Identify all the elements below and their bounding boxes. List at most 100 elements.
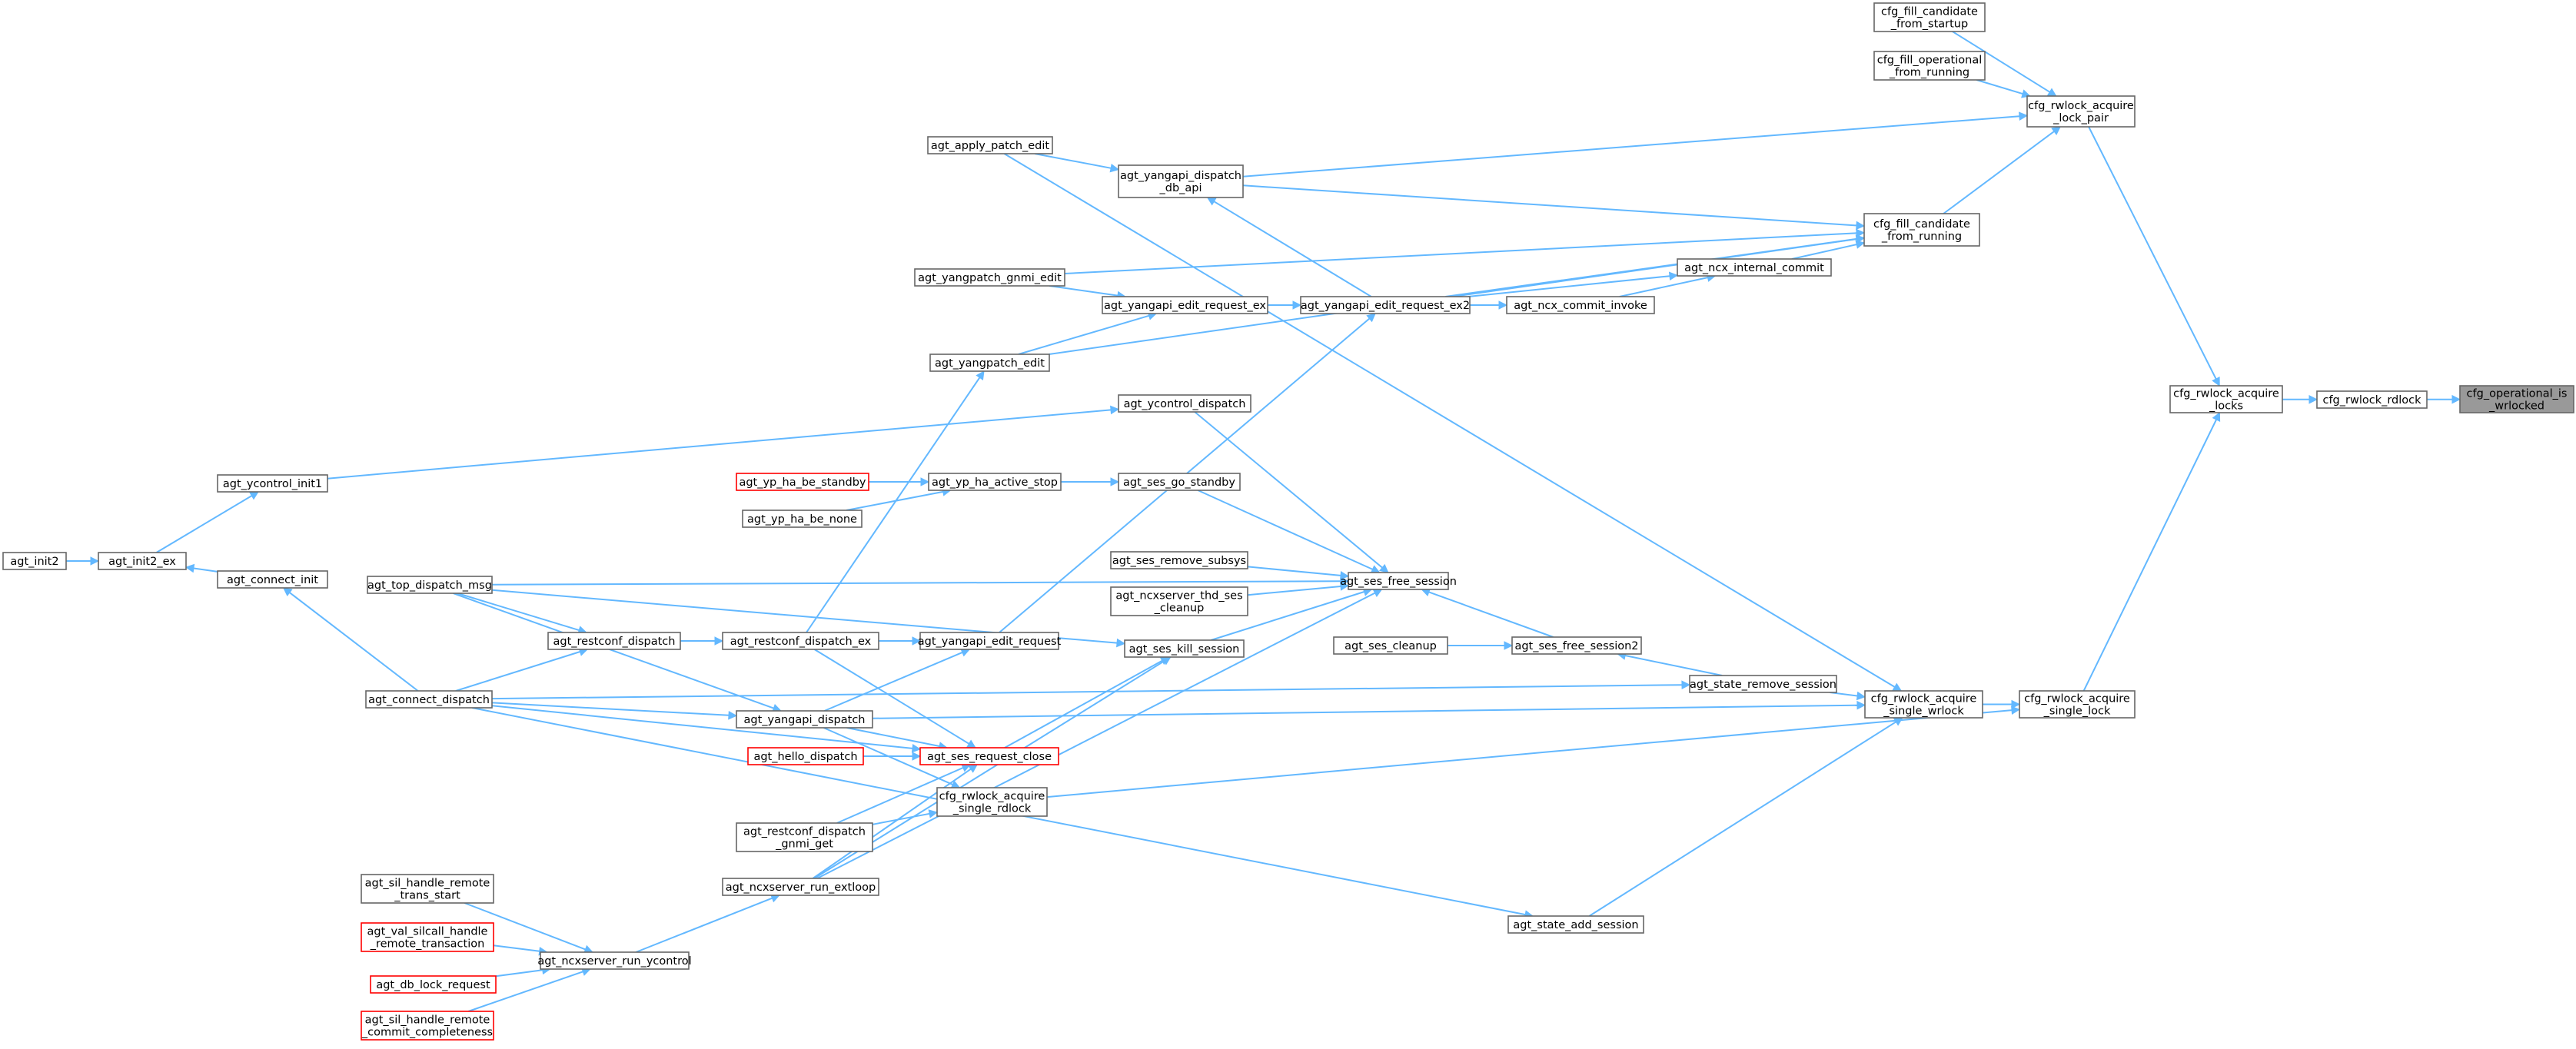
node-box[interactable] (1873, 2, 1986, 32)
node-box[interactable] (736, 473, 869, 491)
node-box[interactable] (1118, 394, 1251, 413)
node-box[interactable] (2, 552, 67, 570)
node-box[interactable] (1118, 473, 1241, 491)
node-agt-yangapi-edit-request-ex[interactable]: agt_yangapi_edit_request_ex (1102, 296, 1268, 314)
node-agt-db-lock-request[interactable]: agt_db_lock_request (370, 975, 497, 994)
node-agt-yangapi-edit-request[interactable]: agt_yangapi_edit_request (918, 632, 1062, 650)
node-box[interactable] (2459, 385, 2574, 413)
node-cfg-rwlock-acquire-single-rdlock[interactable]: cfg_rwlock_acquire_single_rdlock (936, 787, 1048, 817)
node-box[interactable] (742, 510, 863, 528)
node-box[interactable] (919, 747, 1059, 765)
node-box[interactable] (1102, 296, 1268, 314)
node-agt-yangapi-dispatch-db-api[interactable]: agt_yangapi_dispatch_db_api (1118, 164, 1244, 198)
node-agt-ses-cleanup[interactable]: agt_ses_cleanup (1333, 636, 1448, 655)
node-agt-restconf-dispatch-gnmi-get[interactable]: agt_restconf_dispatch_gnmi_get (736, 822, 873, 852)
node-agt-yangpatch-gnmi-edit[interactable]: agt_yangpatch_gnmi_edit (914, 268, 1065, 287)
node-box[interactable] (1118, 164, 1244, 198)
node-box[interactable] (927, 136, 1053, 154)
node-box[interactable] (1110, 586, 1248, 616)
node-box[interactable] (1677, 258, 1832, 277)
node-agt-yp-ha-active-stop[interactable]: agt_yp_ha_active_stop (928, 473, 1062, 491)
node-box[interactable] (1124, 639, 1245, 658)
node-agt-ses-remove-subsys[interactable]: agt_ses_remove_subsys (1110, 551, 1248, 569)
node-cfg-rwlock-acquire-locks[interactable]: cfg_rwlock_acquire_locks (2169, 385, 2283, 413)
node-agt-top-dispatch-msg[interactable]: agt_top_dispatch_msg (367, 576, 493, 594)
node-agt-hello-dispatch[interactable]: agt_hello_dispatch (747, 747, 864, 765)
node-box[interactable] (365, 690, 493, 709)
node-box[interactable] (370, 975, 497, 994)
node-box[interactable] (929, 354, 1050, 372)
node-box[interactable] (1864, 690, 1983, 719)
node-box[interactable] (1348, 572, 1449, 590)
node-box[interactable] (2316, 390, 2428, 409)
node-box[interactable] (2019, 690, 2136, 719)
node-box[interactable] (1863, 213, 1980, 247)
node-box[interactable] (2169, 385, 2283, 413)
node-box[interactable] (747, 747, 864, 765)
node-agt-yangapi-dispatch[interactable]: agt_yangapi_dispatch (736, 710, 873, 729)
node-box[interactable] (367, 576, 493, 594)
node-agt-ycontrol-dispatch[interactable]: agt_ycontrol_dispatch (1118, 394, 1251, 413)
node-agt-connect-dispatch[interactable]: agt_connect_dispatch (365, 690, 493, 709)
node-box[interactable] (1689, 675, 1837, 693)
node-box[interactable] (1511, 636, 1642, 655)
node-cfg-rwlock-rdlock[interactable]: cfg_rwlock_rdlock (2316, 390, 2428, 409)
node-agt-ncx-commit-invoke[interactable]: agt_ncx_commit_invoke (1506, 296, 1655, 314)
node-box[interactable] (98, 552, 187, 570)
node-cfg-rwlock-acquire-single-wrlock[interactable]: cfg_rwlock_acquire_single_wrlock (1864, 690, 1983, 719)
node-agt-yangapi-edit-request-ex2[interactable]: agt_yangapi_edit_request_ex2 (1300, 296, 1471, 314)
node-agt-init2[interactable]: agt_init2 (2, 552, 67, 570)
node-box[interactable] (722, 632, 879, 650)
node-agt-connect-init[interactable]: agt_connect_init (217, 570, 328, 589)
node-box[interactable] (736, 710, 873, 729)
node-cfg-fill-operational-from-running[interactable]: cfg_fill_operational_from_running (1873, 51, 1986, 81)
node-agt-sil-handle-remote-commit-completeness[interactable]: agt_sil_handle_remote_commit_completenes… (361, 1011, 494, 1041)
node-box[interactable] (547, 632, 681, 650)
node-box[interactable] (936, 787, 1048, 817)
node-box[interactable] (361, 1011, 494, 1041)
node-agt-restconf-dispatch[interactable]: agt_restconf_dispatch (547, 632, 681, 650)
node-box[interactable] (1333, 636, 1448, 655)
node-box[interactable] (217, 474, 328, 493)
node-agt-ycontrol-init1[interactable]: agt_ycontrol_init1 (217, 474, 328, 493)
node-box[interactable] (1873, 51, 1986, 81)
node-agt-yangpatch-edit[interactable]: agt_yangpatch_edit (929, 354, 1050, 372)
node-agt-yp-ha-be-none[interactable]: agt_yp_ha_be_none (742, 510, 863, 528)
node-agt-ses-free-session[interactable]: agt_ses_free_session (1340, 572, 1457, 590)
node-agt-apply-patch-edit[interactable]: agt_apply_patch_edit (927, 136, 1053, 154)
node-agt-sil-handle-remote-trans-start[interactable]: agt_sil_handle_remote_trans_start (361, 874, 494, 904)
node-agt-ses-kill-session[interactable]: agt_ses_kill_session (1124, 639, 1245, 658)
node-agt-state-add-session[interactable]: agt_state_add_session (1507, 915, 1644, 934)
node-cfg-rwlock-acquire-single-lock[interactable]: cfg_rwlock_acquire_single_lock (2019, 690, 2136, 719)
node-box[interactable] (919, 632, 1059, 650)
node-agt-ncx-internal-commit[interactable]: agt_ncx_internal_commit (1677, 258, 1832, 277)
node-box[interactable] (1507, 915, 1644, 934)
node-box[interactable] (361, 922, 494, 952)
node-box[interactable] (1506, 296, 1655, 314)
node-agt-ses-go-standby[interactable]: agt_ses_go_standby (1118, 473, 1241, 491)
node-cfg-fill-candidate-from-running[interactable]: cfg_fill_candidate_from_running (1863, 213, 1980, 247)
node-agt-init2-ex[interactable]: agt_init2_ex (98, 552, 187, 570)
node-agt-yp-ha-be-standby[interactable]: agt_yp_ha_be_standby (736, 473, 869, 491)
node-cfg-operational-is-wrlocked[interactable]: cfg_operational_is_wrlocked (2459, 385, 2574, 413)
node-box[interactable] (736, 822, 873, 852)
node-box[interactable] (217, 570, 328, 589)
node-agt-ncxserver-run-extloop[interactable]: agt_ncxserver_run_extloop (722, 878, 879, 896)
node-agt-restconf-dispatch-ex[interactable]: agt_restconf_dispatch_ex (722, 632, 879, 650)
node-cfg-fill-candidate-from-startup[interactable]: cfg_fill_candidate_from_startup (1873, 2, 1986, 32)
node-agt-val-silcall-handle-remote-transaction[interactable]: agt_val_silcall_handle_remote_transactio… (361, 922, 494, 952)
node-box[interactable] (2026, 95, 2136, 128)
node-agt-ncxserver-run-ycontrol[interactable]: agt_ncxserver_run_ycontrol (537, 951, 692, 970)
node-box[interactable] (914, 268, 1065, 287)
node-cfg-rwlock-acquire-lock-pair[interactable]: cfg_rwlock_acquire_lock_pair (2026, 95, 2136, 128)
node-agt-state-remove-session[interactable]: agt_state_remove_session (1689, 675, 1837, 693)
node-box[interactable] (1110, 551, 1248, 569)
node-box[interactable] (722, 878, 879, 896)
node-box[interactable] (540, 951, 690, 970)
node-agt-ses-free-session2[interactable]: agt_ses_free_session2 (1511, 636, 1642, 655)
node-box[interactable] (361, 874, 494, 904)
node-box[interactable] (928, 473, 1062, 491)
node-agt-ses-request-close[interactable]: agt_ses_request_close (919, 747, 1059, 765)
node-box[interactable] (1300, 296, 1471, 314)
node-agt-ncxserver-thd-ses-cleanup[interactable]: agt_ncxserver_thd_ses_cleanup (1110, 586, 1248, 616)
